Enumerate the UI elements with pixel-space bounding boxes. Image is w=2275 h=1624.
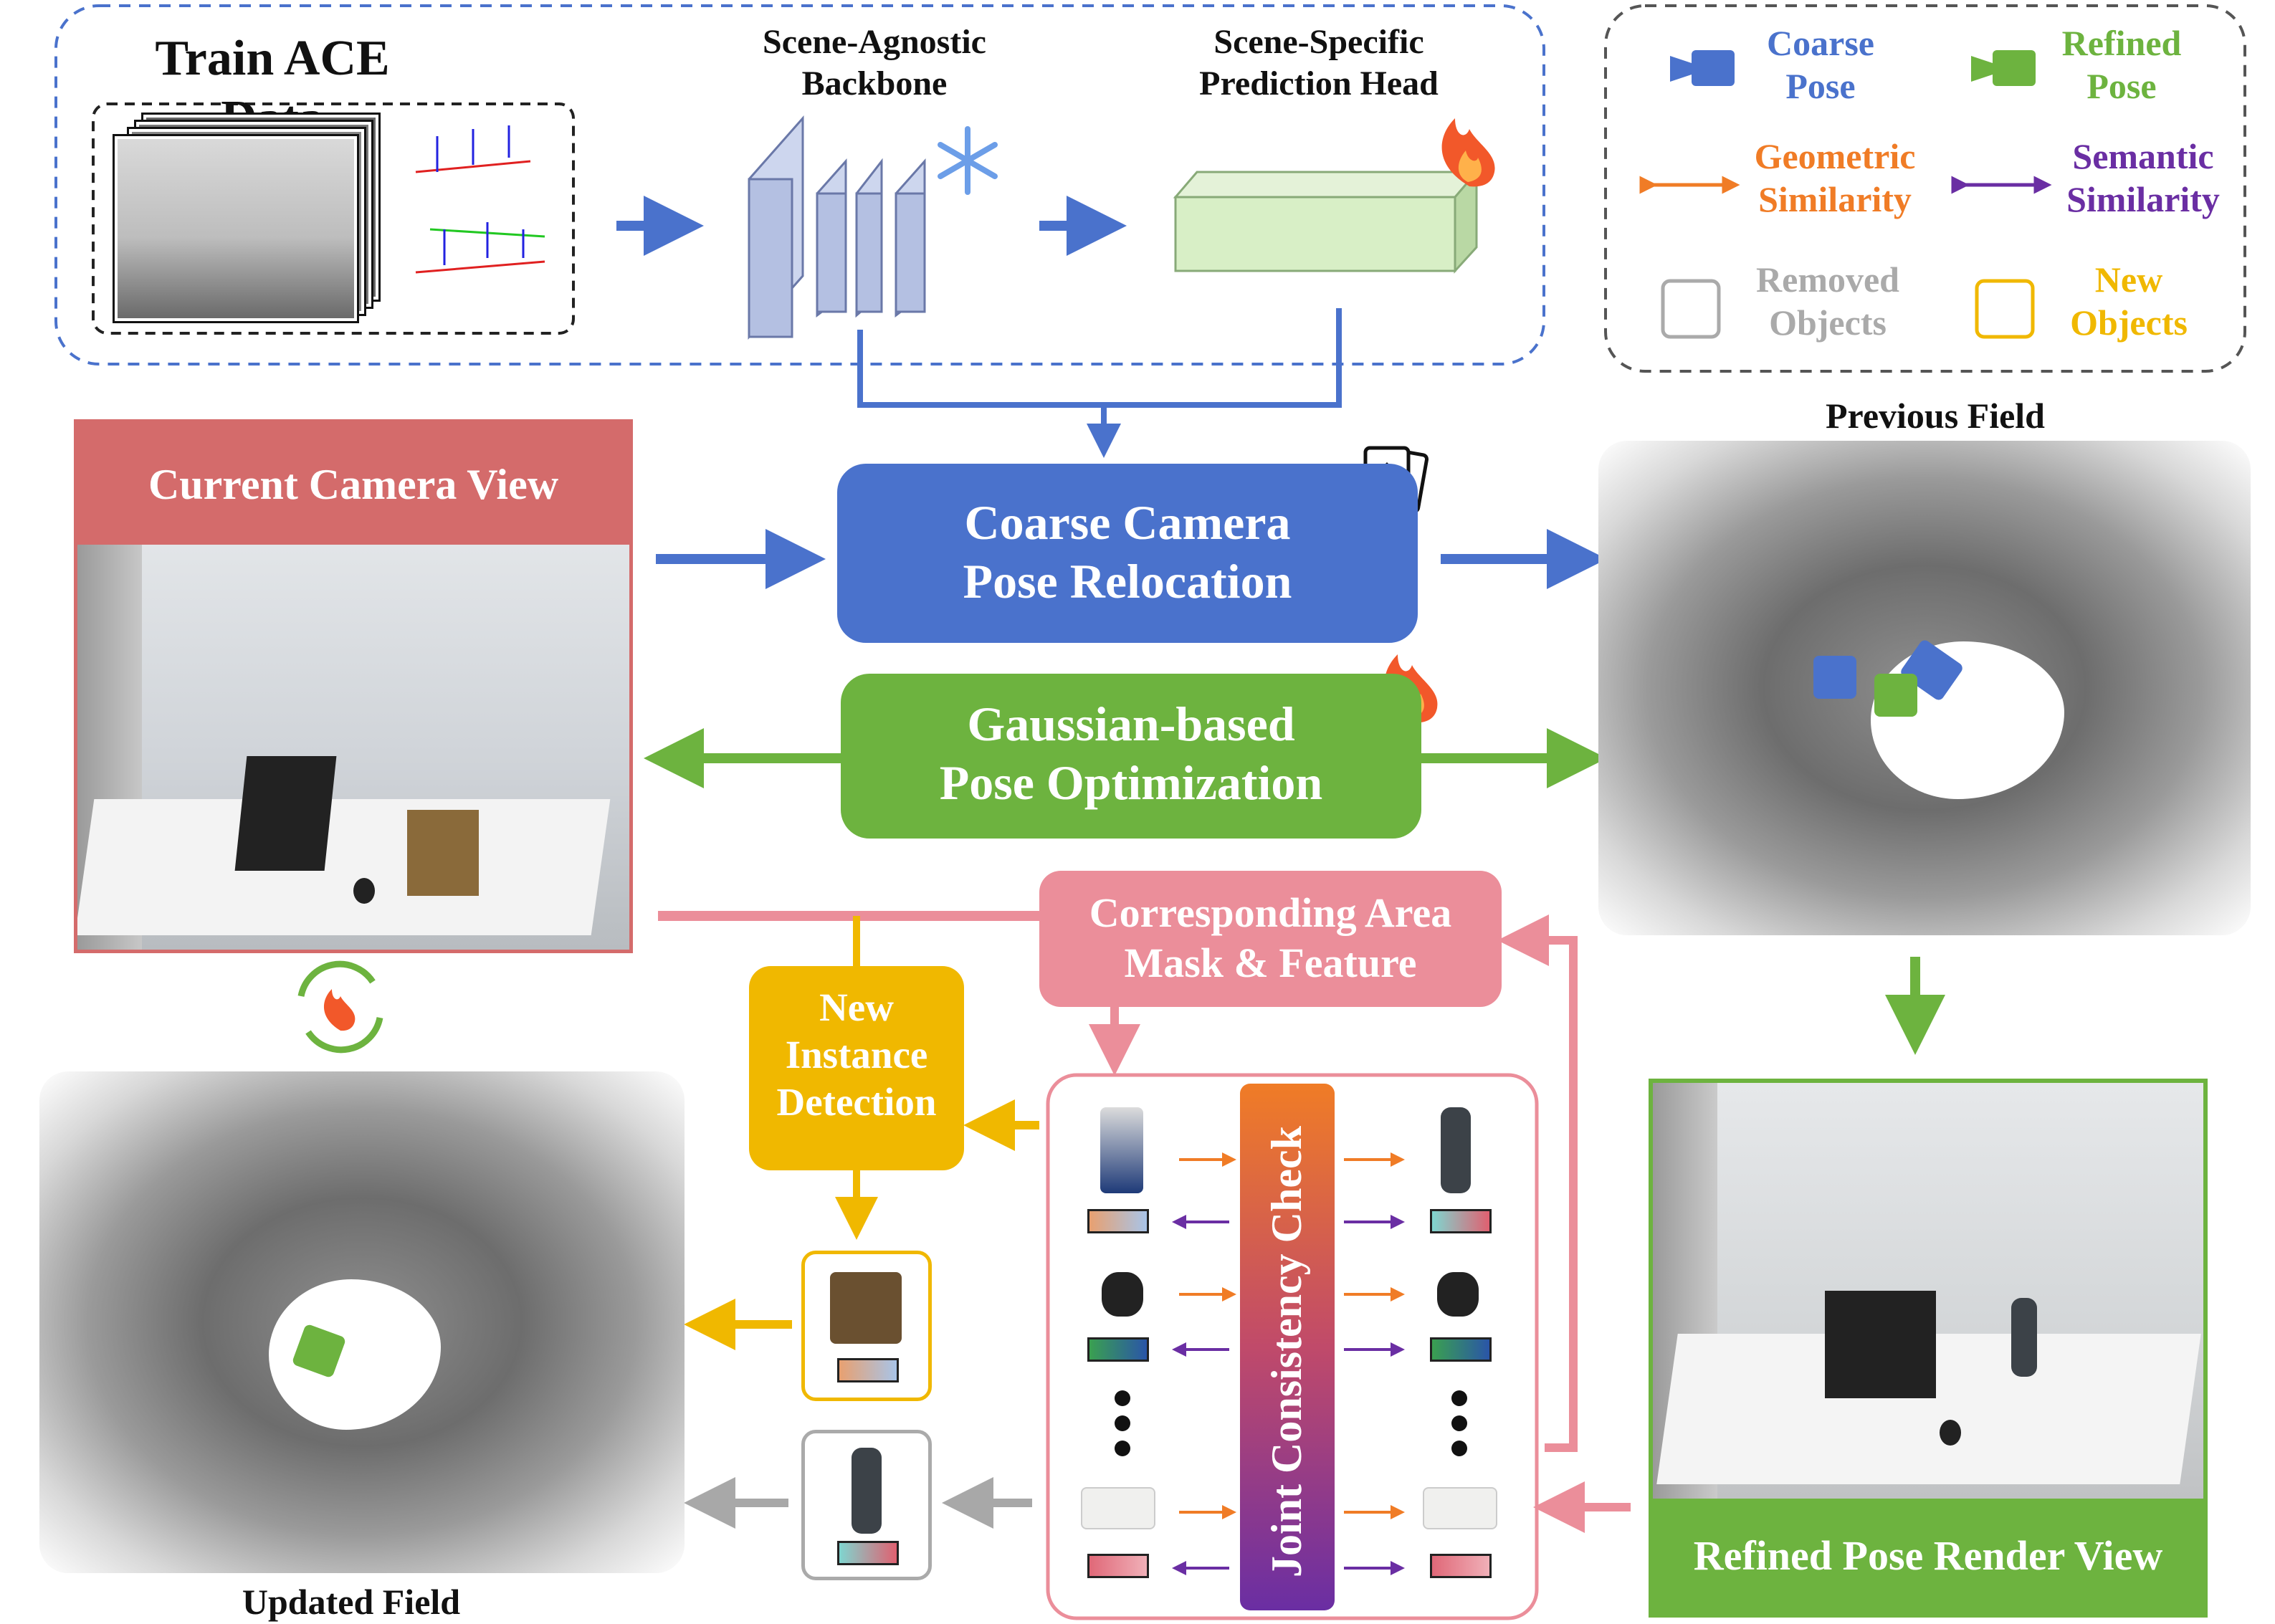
corresponding-area-box: Corresponding Area Mask & Feature [1039,871,1502,1007]
new-instance-label: New Instance Detection [776,985,937,1124]
new-object-card [801,1251,932,1401]
camera-icon [1971,50,2036,86]
book [407,810,479,896]
bottle [2011,1298,2037,1377]
new-instance-box: New Instance Detection [749,966,964,1170]
mouse [353,878,375,904]
feature-bar [837,1541,899,1565]
list-item [1441,1107,1471,1193]
bottle [852,1448,882,1534]
ellipsis-dot [1451,1415,1467,1431]
backbone-label: Scene-Agnostic Backbone [763,23,986,102]
ellipsis-dot [1115,1415,1130,1431]
list-item [1087,1554,1149,1578]
legend-border [1604,4,2246,373]
current-camera-view-panel: Current Camera View [74,419,633,953]
list-item [1430,1337,1492,1362]
ellipsis-dot [1451,1390,1467,1406]
fire-icon [323,989,356,1031]
mouse [1940,1420,1961,1446]
joint-check-label: Joint Consistency Check [1263,1125,1310,1578]
refined-view-photo [1653,1083,2203,1499]
gaussian-optimization-box: Gaussian-based Pose Optimization [841,674,1421,839]
list-item [1437,1272,1479,1317]
joint-check-frame [1046,1073,1539,1620]
current-view-header: Current Camera View [77,423,629,545]
backbone-blocks [748,115,926,340]
legend-refined-pose: Refined Pose [2061,23,2182,106]
camera-icon [1670,50,1735,86]
merge-line [857,308,1342,408]
refresh-icon [297,960,383,1054]
laptop [1825,1291,1936,1398]
coarse-relocation-label: Coarse Camera Pose Relocation [963,495,1292,608]
updated-field-label: Updated Field [242,1582,461,1622]
current-view-title: Current Camera View [148,461,559,508]
ellipsis-dot [1115,1390,1130,1406]
head-label: Scene-Specific Prediction Head [1199,23,1439,102]
data-frame-border [92,102,575,335]
desk [77,799,611,935]
prediction-head-block [1173,168,1479,274]
list-item [1430,1554,1492,1578]
list-item [1087,1209,1149,1233]
refined-camera-marker [1874,674,1917,717]
book [830,1272,902,1344]
joint-check-bar [1240,1084,1335,1610]
coarse-camera-marker [1813,656,1856,699]
ellipsis-dot [1115,1441,1130,1456]
snowflake-icon [938,126,998,195]
ellipsis-dot [1451,1441,1467,1456]
legend-new-square [1975,279,2035,339]
refined-view-panel: Refined Pose Render View [1649,1079,2208,1618]
training-image-stack [115,115,387,321]
legend-removed-square [1661,279,1721,339]
feature-bar [837,1358,899,1382]
legend-new-objects: New Objects [2070,259,2188,343]
legend-removed: Removed Objects [1756,259,1899,343]
coarse-relocation-box: Coarse Camera Pose Relocation [837,464,1418,643]
corresponding-area-label: Corresponding Area Mask & Feature [1089,889,1452,986]
removed-object-card [801,1430,932,1580]
current-view-photo [77,545,629,950]
legend-geometric: Geometric Similarity [1754,136,1916,219]
train-group-border [54,4,1545,366]
updated-field-render [39,1071,685,1573]
list-item [1430,1209,1492,1233]
camera-trajectory [415,125,545,274]
refined-view-footer: Refined Pose Render View [1653,1499,2203,1613]
laptop [234,756,337,871]
pink-loop-right [1497,914,1578,1452]
similarity-arrows [1172,1152,1405,1575]
list-item [1100,1107,1143,1193]
legend-semantic: Semantic Similarity [2066,136,2220,219]
list-item [1081,1487,1155,1529]
list-item [1087,1337,1149,1362]
gaussian-optimization-label: Gaussian-based Pose Optimization [939,697,1323,810]
previous-field-label: Previous Field [1825,396,2045,436]
previous-field-render [1598,441,2251,935]
list-item [1423,1487,1497,1529]
list-item [1102,1272,1143,1317]
legend-coarse-pose: Coarse Pose [1767,23,1874,106]
fire-icon [1441,118,1495,187]
refined-view-title: Refined Pose Render View [1693,1532,2163,1579]
